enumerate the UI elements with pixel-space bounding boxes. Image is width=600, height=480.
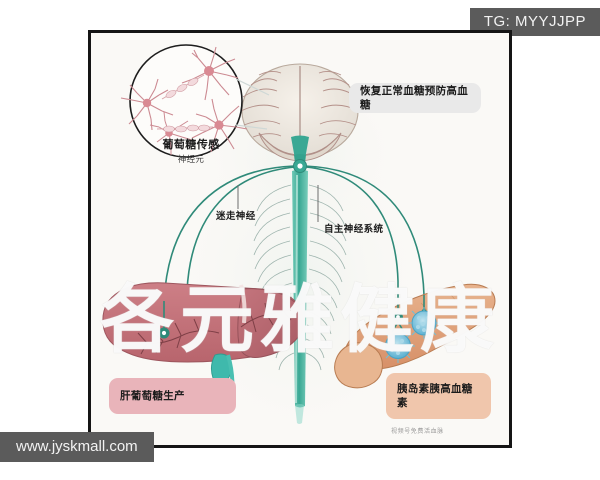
pancreas-graphic xyxy=(334,281,496,389)
islet-cluster-left xyxy=(381,281,415,363)
nerve-arc-paths xyxy=(163,165,425,302)
title-chip-text: 恢复正常血糖预防高血糖 xyxy=(360,84,468,111)
nerve-junction-node xyxy=(293,159,307,173)
brain-graphic xyxy=(240,63,360,172)
title-chip: 恢复正常血糖预防高血糖 xyxy=(349,83,481,113)
pancreas-chip: 胰岛素胰高血糖素 xyxy=(386,373,491,419)
site-watermark-tag: www.jyskmall.com xyxy=(0,432,154,462)
diagram-artwork xyxy=(102,44,496,433)
credit-label: 视频号免费活血脉 xyxy=(391,428,444,435)
vagus-nerve-label: 迷走神经 xyxy=(216,211,256,222)
neuron-inset-graphic xyxy=(120,44,270,158)
autonomic-nervous-system-label: 自主神经系统 xyxy=(324,224,384,235)
liver-graphic xyxy=(102,282,305,400)
liver-chip: 肝葡萄糖生产 xyxy=(109,378,236,414)
islet-cluster-right xyxy=(408,295,440,339)
spinal-cord-graphic xyxy=(253,169,347,424)
liver-chip-text: 肝葡萄糖生产 xyxy=(120,389,185,402)
illustration-canvas: 各元雅健康 恢复正常血糖预防高血糖 肝葡萄糖生产 胰岛素胰高血糖素 葡萄糖传感 … xyxy=(91,33,509,445)
illustration-frame: 各元雅健康 恢复正常血糖预防高血糖 肝葡萄糖生产 胰岛素胰高血糖素 葡萄糖传感 … xyxy=(88,30,512,448)
pancreas-chip-text: 胰岛素胰高血糖素 xyxy=(397,382,473,409)
inset-label-sub: 神经元 xyxy=(177,155,205,165)
inset-label-main: 葡萄糖传感 xyxy=(162,138,220,151)
